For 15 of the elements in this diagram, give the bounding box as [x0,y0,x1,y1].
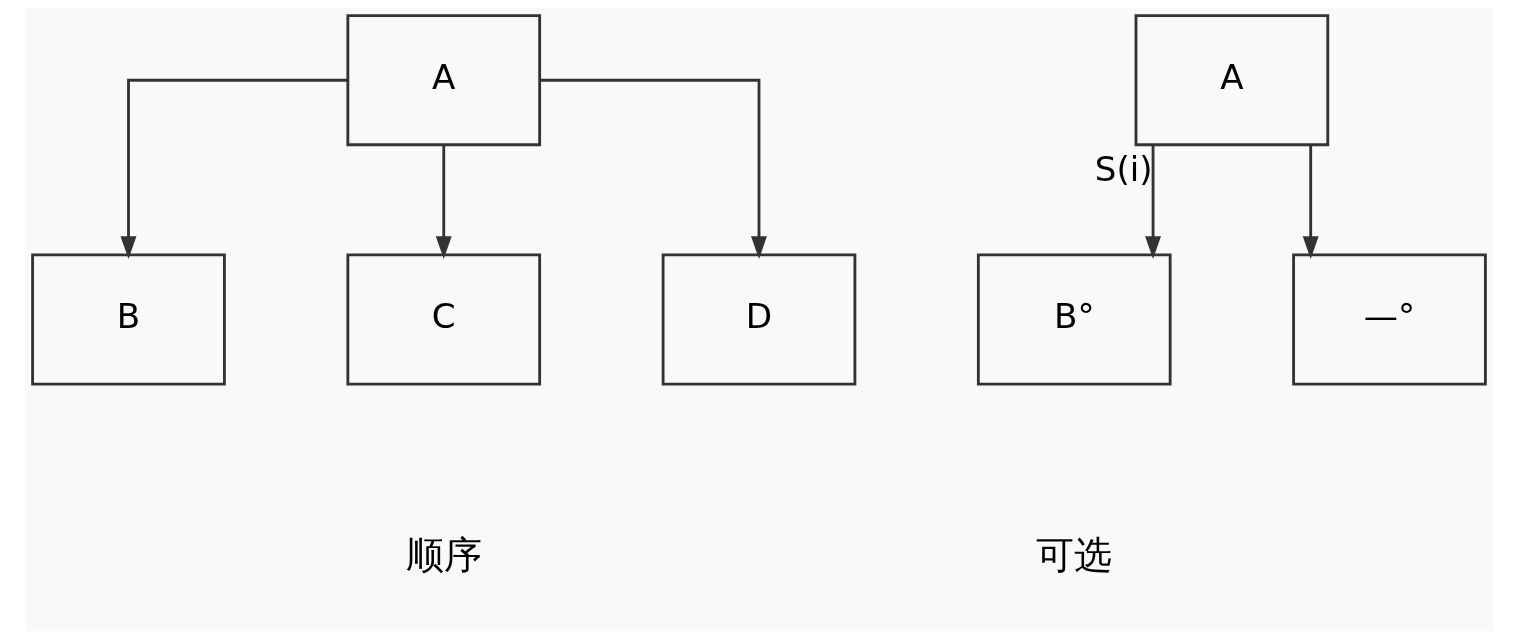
node-box: C [346,253,542,386]
label: 可选 [1036,533,1113,578]
node-box: —° [1292,253,1487,386]
node-box: A [1134,14,1330,147]
node-box: B [31,253,226,386]
arrow [1145,144,1162,259]
arrow [540,78,767,260]
label: 顺序 [405,533,482,578]
node-box: D [661,253,857,386]
arrow [435,144,452,259]
node-box: A [346,14,542,147]
arrow [120,78,348,260]
arrow [1302,144,1319,259]
edge-label: S(i) [1094,148,1153,189]
node-box: B° [976,253,1172,386]
